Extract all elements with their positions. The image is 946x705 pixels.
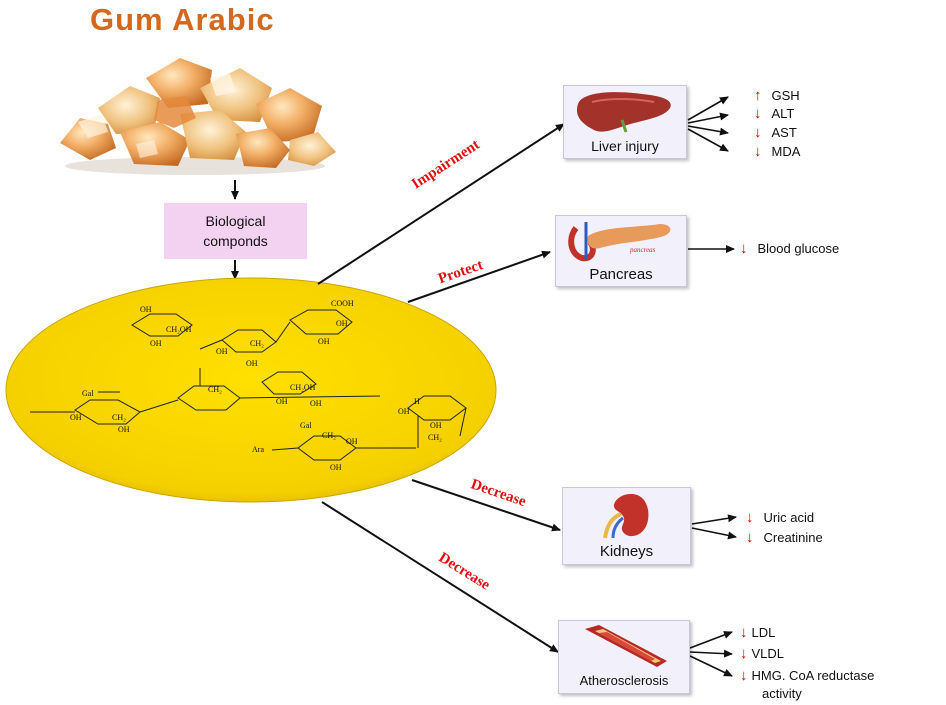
- effect-mda: ↓ MDA: [754, 143, 800, 160]
- effect-text: Creatinine: [764, 530, 823, 545]
- label-oh-5: OH: [246, 359, 258, 368]
- label-h: H: [414, 397, 420, 406]
- atherosclerosis-card: Atherosclerosis: [558, 620, 690, 694]
- arrow-kidney-creatinine: [692, 528, 736, 537]
- effect-text: AST: [772, 125, 797, 140]
- arrow-down-icon: ↓: [740, 667, 748, 684]
- gum-arabic-structure-ellipse: [6, 278, 496, 502]
- label-ch2-4: CH₂: [428, 433, 442, 442]
- artery-icon: [581, 623, 671, 669]
- label-oh-8: OH: [310, 399, 322, 408]
- label-ch2-1: CH₂: [250, 339, 264, 348]
- kidneys-label: Kidneys: [563, 543, 690, 560]
- arrow-down-icon: ↓: [746, 529, 754, 546]
- effect-text: MDA: [772, 144, 801, 159]
- label-ch2-3: CH₂: [112, 413, 126, 422]
- effect-text: Uric acid: [764, 510, 815, 525]
- effect-uric-acid: ↓ Uric acid: [746, 509, 814, 526]
- label-oh-7: OH: [276, 397, 288, 406]
- arrow-to-atherosclerosis: [322, 502, 558, 652]
- effect-text: LDL: [752, 625, 776, 640]
- label-ch2oh-1: CH₂OH: [166, 325, 192, 334]
- arrow-ath-hmg: [690, 656, 732, 676]
- pancreas-card: pancreas Pancreas: [555, 215, 687, 287]
- liver-card: Liver injury: [563, 85, 687, 159]
- effect-text: activity: [762, 686, 802, 701]
- label-oh-12: OH: [430, 421, 442, 430]
- arrow-down-icon: ↓: [754, 143, 762, 160]
- label-oh-1: OH: [336, 319, 348, 328]
- label-ch2-2: CH₂: [208, 385, 222, 394]
- effect-text: HMG. CoA reductase: [752, 668, 875, 683]
- label-gal-2: Gal: [300, 421, 312, 430]
- effect-blood-glucose: ↓ Blood glucose: [740, 240, 839, 257]
- label-oh-14: OH: [330, 463, 342, 472]
- label-ara: Ara: [252, 445, 264, 454]
- arrow-down-icon: ↓: [754, 105, 762, 122]
- label-ch2-5: CH₂: [322, 431, 336, 440]
- kidney-icon: [601, 492, 651, 540]
- label-oh-13: OH: [346, 437, 358, 446]
- label-oh-4: OH: [150, 339, 162, 348]
- pancreas-image-text: pancreas: [629, 246, 656, 254]
- effect-text: GSH: [772, 88, 800, 103]
- liver-label: Liver injury: [564, 138, 686, 154]
- label-oh-2: OH: [318, 337, 330, 346]
- pancreas-icon: pancreas: [564, 220, 678, 262]
- pancreas-label: Pancreas: [556, 266, 686, 283]
- label-oh-10: OH: [70, 413, 82, 422]
- effect-text: VLDL: [752, 646, 785, 661]
- liver-icon: [572, 90, 676, 134]
- arrow-kidney-uric: [692, 517, 736, 524]
- relation-label-atherosclerosis: Decrease: [436, 550, 493, 594]
- effect-text: ALT: [772, 106, 795, 121]
- label-gal-1: Gal: [82, 389, 94, 398]
- atherosclerosis-label: Atherosclerosis: [559, 673, 689, 688]
- effect-ldl: ↓ LDL: [740, 624, 775, 641]
- effect-alt: ↓ ALT: [754, 105, 794, 122]
- arrow-down-icon: ↓: [754, 124, 762, 141]
- arrow-up-icon: ↑: [754, 87, 762, 104]
- effect-hmg-coa-continued: activity: [762, 686, 802, 701]
- effect-gsh: ↑ GSH: [754, 87, 800, 104]
- label-oh-11: OH: [398, 407, 410, 416]
- arrow-down-icon: ↓: [740, 645, 748, 662]
- relation-label-kidneys: Decrease: [469, 476, 529, 510]
- label-oh-6: OH: [216, 347, 228, 356]
- effect-ast: ↓ AST: [754, 124, 797, 141]
- arrow-down-icon: ↓: [740, 240, 748, 257]
- label-ch2oh-2: CH₂OH: [290, 383, 316, 392]
- effect-creatinine: ↓ Creatinine: [746, 529, 823, 546]
- arrow-down-icon: ↓: [746, 509, 754, 526]
- effect-text: Blood glucose: [758, 241, 840, 256]
- label-cooh: COOH: [331, 299, 354, 308]
- arrow-down-icon: ↓: [740, 624, 748, 641]
- effect-vldl: ↓ VLDL: [740, 645, 784, 662]
- effect-hmg-coa: ↓ HMG. CoA reductase: [740, 667, 874, 684]
- arrow-ath-ldl: [690, 632, 732, 648]
- kidneys-card: Kidneys: [562, 487, 691, 565]
- label-oh-3: OH: [140, 305, 152, 314]
- arrow-ath-vldl: [690, 652, 732, 654]
- label-oh-9: OH: [118, 425, 130, 434]
